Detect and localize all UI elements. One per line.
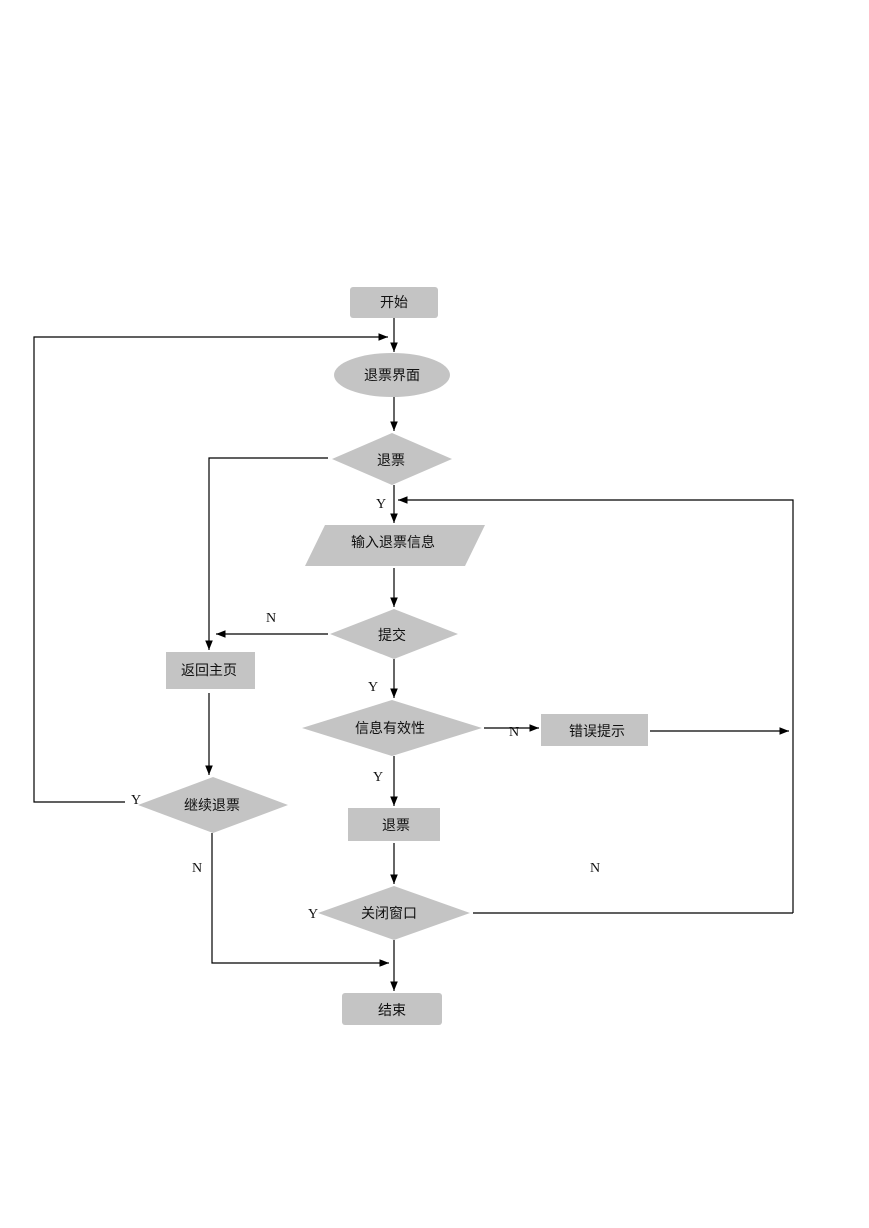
label-n-close: N: [590, 861, 600, 876]
continue-refund-node: [138, 777, 288, 833]
refund-ui-label: 退票界面: [364, 368, 420, 384]
edge-continue-end: [211, 833, 389, 967]
error-tip-node: [541, 714, 648, 746]
refund-action-node: [348, 808, 440, 841]
label-y-continue: Y: [131, 793, 141, 808]
label-y-close: Y: [308, 907, 318, 922]
validity-label: 信息有效性: [355, 720, 425, 737]
label-n-validity: N: [509, 725, 519, 740]
close-window-label: 关闭窗口: [361, 905, 417, 922]
label-y-submit: Y: [368, 680, 378, 695]
end-node: [342, 993, 442, 1025]
submit-label: 提交: [378, 627, 406, 644]
return-home-node: [166, 652, 255, 689]
edge-choice-home: [205, 457, 328, 650]
input-info-label: 输入退票信息: [351, 534, 435, 551]
label-y-refund: Y: [376, 497, 386, 512]
input-info-node: [305, 525, 485, 566]
label-n-continue: N: [192, 861, 202, 876]
continue-refund-label: 继续退票: [184, 797, 240, 814]
validity-node: [302, 700, 482, 756]
refund-choice-label: 退票: [377, 453, 405, 469]
submit-node: [330, 609, 458, 659]
close-window-node: [318, 886, 470, 940]
refund-action-label: 退票: [382, 818, 410, 834]
error-tip-label: 错误提示: [569, 724, 625, 740]
end-label: 结束: [378, 1003, 406, 1019]
refund-ui-node: [334, 353, 450, 397]
edge-loop-input: [398, 496, 794, 913]
label-y-validity: Y: [373, 770, 383, 785]
start-node: [350, 287, 438, 318]
start-label: 开始: [380, 295, 408, 311]
edge-continue-ui: [33, 333, 388, 803]
refund-choice-node: [332, 433, 452, 485]
label-n-submit: N: [266, 611, 276, 626]
return-home-label: 返回主页: [181, 663, 237, 679]
